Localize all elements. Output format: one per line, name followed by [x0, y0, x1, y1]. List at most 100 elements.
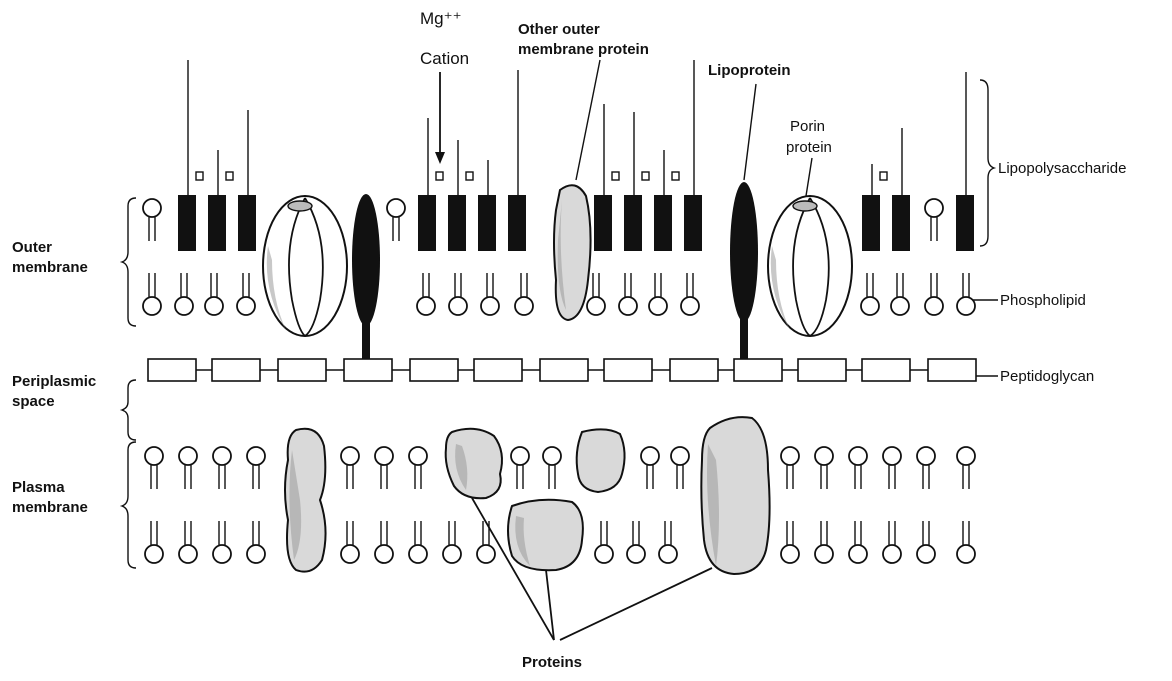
peptidoglycan-unit [148, 359, 196, 381]
mg-cation-box [672, 172, 679, 180]
mg-cation-box [196, 172, 203, 180]
peptidoglycan-unit [734, 359, 782, 381]
peptidoglycan-unit [540, 359, 588, 381]
peptidoglycan-unit [798, 359, 846, 381]
phospholipid [443, 521, 461, 563]
peptidoglycan-unit [928, 359, 976, 381]
phospholipid [143, 199, 161, 241]
phospholipid-label: Phospholipid [1000, 292, 1086, 309]
outer-membrane-label-2: membrane [12, 259, 88, 276]
phospholipid [627, 521, 645, 563]
porin-label-2: protein [786, 139, 832, 156]
mg-cation-box [466, 172, 473, 180]
mg-cation-label-2: Cation [420, 49, 469, 68]
phospholipid [781, 447, 799, 489]
mg-cation-label-1: Mg⁺⁺ [420, 9, 462, 28]
phospholipid [179, 521, 197, 563]
outer-membrane-label-1: Outer [12, 239, 52, 256]
peptidoglycan-unit [604, 359, 652, 381]
periplasmic-bracket [122, 380, 136, 440]
lps-molecule [466, 160, 496, 251]
phospholipid [143, 273, 161, 315]
phospholipid [849, 447, 867, 489]
mg-cation-arrowhead [435, 152, 445, 164]
phospholipid [595, 521, 613, 563]
phospholipid [917, 447, 935, 489]
phospholipid [341, 447, 359, 489]
phospholipid [387, 199, 405, 241]
peptidoglycan-unit [862, 359, 910, 381]
phospholipid [477, 521, 495, 563]
other-outer-label-2: membrane protein [518, 41, 649, 58]
phospholipid [619, 273, 637, 315]
lps-molecule [196, 150, 226, 251]
porin-label-1: Porin [790, 118, 825, 135]
proteins-label: Proteins [522, 654, 582, 671]
lipoprotein-right [730, 182, 758, 360]
lipopolysaccharide-bracket [980, 80, 994, 246]
phospholipid [175, 273, 193, 315]
phospholipid [205, 273, 223, 315]
other-outer-membrane-protein [554, 185, 591, 320]
phospholipid [247, 447, 265, 489]
phospholipid [883, 521, 901, 563]
other-outer-pointer [576, 60, 600, 180]
phospholipid [375, 447, 393, 489]
phospholipid [815, 521, 833, 563]
phospholipid [957, 521, 975, 563]
lipoprotein-pointer [744, 84, 756, 180]
phospholipid [409, 521, 427, 563]
phospholipid [247, 521, 265, 563]
phospholipid [237, 273, 255, 315]
phospholipid [341, 521, 359, 563]
lps-molecule [672, 60, 702, 251]
phospholipid [917, 521, 935, 563]
phospholipid [213, 521, 231, 563]
phospholipid [409, 447, 427, 489]
phospholipid [957, 273, 975, 315]
phospholipid [145, 521, 163, 563]
phospholipid [891, 273, 909, 315]
plasma-membrane-bracket [122, 442, 136, 568]
periplasmic-label-2: space [12, 393, 55, 410]
peptidoglycan-unit [278, 359, 326, 381]
mg-cation-box [880, 172, 887, 180]
mg-cation-box [226, 172, 233, 180]
phospholipid [375, 521, 393, 563]
phospholipid [681, 273, 699, 315]
proteins-pointer-3 [560, 568, 712, 640]
phospholipid [511, 447, 529, 489]
lps-molecule [226, 110, 256, 251]
phospholipid [861, 273, 879, 315]
mg-cation-box [642, 172, 649, 180]
peptidoglycan-layer [148, 359, 976, 381]
porin-protein-left [263, 196, 347, 336]
phospholipid [925, 199, 943, 241]
lps-molecule [594, 104, 612, 251]
lps-molecule [862, 164, 880, 251]
phospholipid [587, 273, 605, 315]
lps-molecule [956, 72, 974, 251]
peptidoglycan-unit [344, 359, 392, 381]
phospholipid [883, 447, 901, 489]
phospholipid [213, 447, 231, 489]
phospholipid [179, 447, 197, 489]
periplasmic-label-1: Periplasmic [12, 373, 96, 390]
phospholipid [145, 447, 163, 489]
phospholipid [417, 273, 435, 315]
phospholipid [781, 521, 799, 563]
other-outer-label-1: Other outer [518, 21, 600, 38]
peptidoglycan-unit [212, 359, 260, 381]
porin-pointer [806, 158, 812, 196]
lps-molecule [642, 150, 672, 251]
mg-cation-box [612, 172, 619, 180]
lipoprotein-left [352, 194, 380, 360]
porin-protein-right [768, 196, 852, 336]
lipopolysaccharide-label: Lipopolysaccharide [998, 160, 1126, 177]
phospholipid [481, 273, 499, 315]
lps-molecule [178, 60, 196, 251]
peptidoglycan-unit [410, 359, 458, 381]
phospholipid [815, 447, 833, 489]
